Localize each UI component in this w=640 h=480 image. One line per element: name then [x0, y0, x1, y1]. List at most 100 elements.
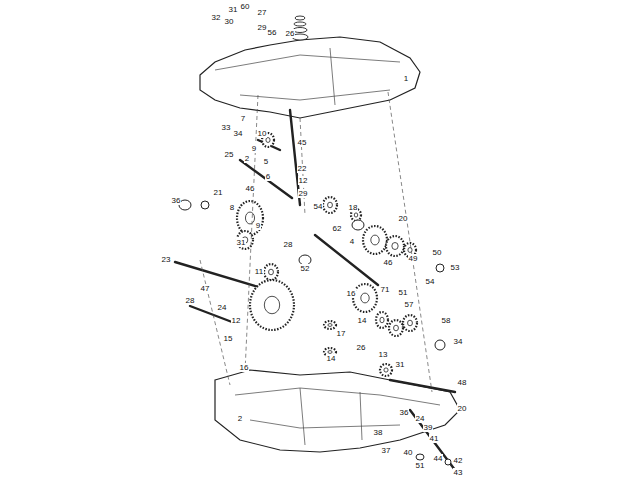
washer — [295, 16, 305, 20]
callout-number: 33 — [221, 123, 232, 132]
callout-number: 28 — [283, 240, 294, 249]
gear-hub — [328, 202, 333, 208]
callout-number: 58 — [441, 316, 452, 325]
callout-number: 60 — [240, 2, 251, 11]
callout-number: 36 — [171, 196, 182, 205]
callout-number: 43 — [453, 468, 464, 477]
gear — [403, 315, 417, 331]
washer — [294, 22, 306, 26]
callout-number: 62 — [332, 224, 343, 233]
callout-number: 2 — [237, 414, 243, 423]
callout-number: 26 — [356, 343, 367, 352]
callout-number: 26 — [285, 29, 296, 38]
assembly-line — [388, 92, 432, 392]
callout-number: 20 — [398, 214, 409, 223]
shaft — [390, 380, 455, 392]
callout-number: 39 — [423, 423, 434, 432]
callout-number: 49 — [408, 254, 419, 263]
gear-hub — [384, 368, 388, 372]
callout-number: 25 — [224, 150, 235, 159]
gear-hub — [354, 213, 358, 217]
callout-number: 28 — [185, 296, 196, 305]
callout-number: 51 — [415, 461, 426, 470]
callout-number: 34 — [233, 129, 244, 138]
gear — [363, 226, 387, 254]
upper-housing-detail — [215, 48, 400, 105]
callout-number: 7 — [240, 114, 246, 123]
gear — [353, 284, 377, 312]
callout-number: 9 — [251, 144, 257, 153]
gear-hub — [394, 325, 399, 331]
callout-number: 31 — [228, 5, 239, 14]
gear-hub — [328, 324, 332, 327]
lower-housing-detail — [235, 388, 440, 445]
callout-number: 57 — [404, 300, 415, 309]
callout-number: 47 — [200, 284, 211, 293]
callout-number: 53 — [450, 263, 461, 272]
callout-number: 10 — [257, 129, 268, 138]
callout-number: 24 — [217, 303, 228, 312]
gear-hub — [408, 320, 413, 326]
gear — [376, 312, 388, 328]
callout-number: 40 — [403, 448, 414, 457]
callout-number: 22 — [297, 164, 308, 173]
shaft — [240, 160, 292, 198]
callout-number: 11 — [254, 267, 264, 276]
callout-number: 12 — [298, 176, 309, 185]
callout-number: 54 — [313, 202, 324, 211]
callout-number: 48 — [457, 378, 468, 387]
callout-number: 71 — [380, 285, 391, 294]
gear — [324, 321, 336, 329]
callout-number: 6 — [265, 172, 271, 181]
gear — [264, 264, 278, 280]
callout-number: 41 — [429, 434, 440, 443]
gear-hub — [380, 317, 384, 323]
callout-number: 15 — [223, 334, 234, 343]
callout-number: 46 — [383, 258, 394, 267]
lower-housing — [215, 370, 460, 452]
callout-number: 42 — [453, 456, 464, 465]
callout-number: 17 — [336, 329, 347, 338]
gear — [380, 364, 392, 376]
gear-hub — [264, 296, 279, 314]
shaft — [410, 410, 455, 470]
callout-number: 34 — [453, 337, 464, 346]
callout-number: 51 — [398, 288, 409, 297]
callout-number: 21 — [213, 188, 224, 197]
callout-number: 2 — [244, 154, 250, 163]
callout-number: 27 — [257, 8, 268, 17]
callout-number: 30 — [224, 17, 235, 26]
gear — [323, 197, 337, 213]
gear-hub — [269, 269, 274, 275]
gear-hub — [245, 212, 254, 224]
callout-number: 46 — [245, 184, 256, 193]
callout-number: 32 — [211, 13, 222, 22]
callout-number: 12 — [231, 316, 242, 325]
bushing — [445, 459, 451, 465]
upper-housing — [200, 37, 420, 118]
callout-number: 13 — [378, 350, 389, 359]
callout-number: 1 — [403, 74, 409, 83]
callout-number: 5 — [263, 157, 269, 166]
callout-number: 45 — [297, 138, 308, 147]
bushing — [416, 454, 424, 460]
callout-number: 16 — [239, 363, 250, 372]
callout-number: 31 — [395, 360, 406, 369]
gear-hub — [361, 293, 369, 303]
gear — [389, 320, 403, 336]
bushing — [436, 264, 444, 272]
callout-number: 37 — [381, 446, 392, 455]
callout-number: 36 — [399, 408, 410, 417]
gear — [386, 236, 404, 256]
callout-number: 14 — [326, 354, 337, 363]
gear-hub — [371, 235, 379, 245]
gear-hub — [392, 243, 398, 250]
callout-number: 54 — [425, 277, 436, 286]
callout-number: 24 — [415, 414, 426, 423]
callout-number: 20 — [457, 404, 468, 413]
callout-number: 9 — [255, 221, 261, 230]
callout-number: 8 — [229, 203, 235, 212]
callout-number: 31 — [236, 238, 247, 247]
